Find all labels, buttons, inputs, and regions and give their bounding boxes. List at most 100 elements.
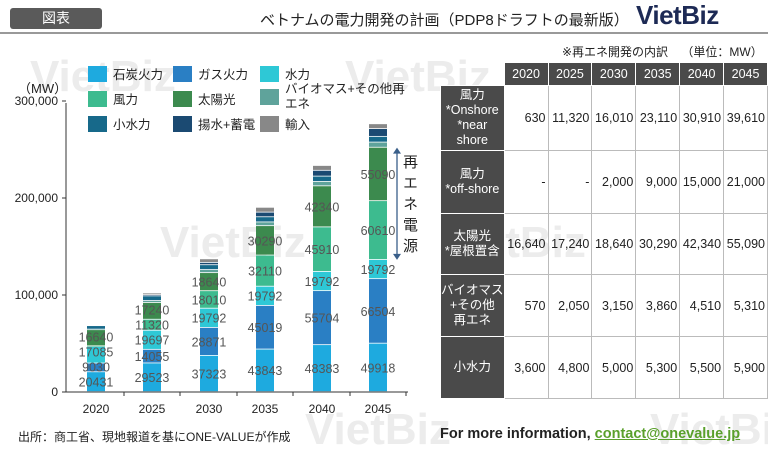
row-header-line: *屋根置含 [444, 244, 500, 258]
row-header: 太陽光*屋根置含 [440, 213, 505, 275]
bar-segment-wind [369, 201, 387, 260]
table-note: ※再エネ開発の内訳 （単位：MW） [562, 43, 763, 60]
bar-segment-biomass [200, 269, 218, 273]
legend-swatch [88, 65, 107, 82]
legend-item-coal: 石炭火力 [88, 64, 163, 83]
data-label: 18010 [192, 293, 227, 307]
table-note-text: ※再エネ開発の内訳 [562, 45, 669, 59]
data-label: 45019 [248, 321, 283, 335]
bar-segment-import [256, 207, 274, 212]
bar-segment-gas [256, 305, 274, 349]
bar-segment-small_hydro [369, 136, 387, 142]
bar-segment-hydro [313, 271, 331, 291]
bar-segment-solar [200, 273, 218, 291]
table-cell: 4,510 [679, 274, 725, 337]
bar-segment-small_hydro [313, 176, 331, 182]
bar-segment-pumped [369, 129, 387, 136]
table-cell: 5,900 [723, 336, 768, 399]
table-cell: 630 [503, 85, 549, 151]
table-cell: 3,150 [591, 274, 637, 337]
legend-swatch [260, 65, 279, 82]
legend-swatch [173, 90, 192, 107]
x-tick-label: 2035 [252, 402, 279, 416]
x-tick-label: 2030 [196, 402, 223, 416]
bar-segment-small_hydro [200, 265, 218, 270]
y-tick-label: 0 [51, 385, 58, 399]
table-cell: 16,640 [503, 213, 549, 275]
data-label: 43843 [248, 364, 283, 378]
bar-segment-wind [87, 346, 105, 347]
bar-segment-small_hydro [256, 217, 274, 222]
x-tick-label: 2040 [309, 402, 336, 416]
column-header: 2025 [547, 62, 593, 86]
legend-swatch [260, 89, 279, 105]
row-header-line: *Onshore [445, 103, 499, 117]
stacked-bar-chart: 0100,000200,000300,000202020431903017085… [15, 94, 408, 416]
data-label: 19792 [361, 263, 396, 277]
bar-segment-biomass [256, 222, 274, 226]
data-label: 37323 [192, 367, 227, 381]
data-label: 55090 [361, 168, 396, 182]
data-label: 42340 [305, 200, 340, 214]
column-header: 2045 [723, 62, 768, 86]
data-label: 28871 [192, 335, 227, 349]
bar-segment-coal [369, 343, 387, 392]
y-axis-unit: （MW） [18, 81, 68, 96]
table-cell: 55,090 [723, 213, 768, 275]
data-label: 19697 [135, 334, 170, 348]
bar-segment-coal [256, 349, 274, 392]
y-tick-label: 200,000 [15, 191, 59, 205]
bar-segment-wind [200, 291, 218, 308]
y-tick-label: 300,000 [15, 94, 59, 108]
bar-segment-small_hydro [87, 326, 105, 329]
legend-label: 輸入 [285, 118, 311, 132]
bar-segment-hydro [200, 308, 218, 327]
row-header-line: *off-shore [445, 182, 500, 196]
data-label: 16640 [79, 331, 114, 345]
data-label: 20431 [79, 376, 114, 390]
data-label: 9030 [82, 361, 110, 375]
row-header-line: 太陽光 [453, 229, 492, 243]
row-header-line: バイオマス [441, 283, 504, 297]
table-cell: 39,610 [723, 85, 768, 151]
legend-item-small_hydro: 小水力 [88, 114, 151, 133]
data-label: 18640 [192, 276, 227, 290]
legend-item-wind: 風力 [88, 89, 138, 108]
arrow-head-up [393, 147, 401, 154]
data-label: 48383 [305, 362, 340, 376]
table-cell: 16,010 [591, 85, 637, 151]
bar-segment-gas [369, 279, 387, 343]
x-tick-label: 2020 [83, 402, 110, 416]
legend-swatch [173, 115, 192, 132]
row-header: バイオマス+その他再エネ [440, 274, 505, 337]
table-cell: 21,000 [723, 150, 768, 214]
bar-segment-solar [87, 330, 105, 346]
bar-segment-import [313, 165, 331, 170]
renewables-annotation: 再エネ電源 [401, 153, 418, 259]
legend-item-solar: 太陽光 [173, 89, 236, 108]
table-cell: 4,800 [547, 336, 593, 399]
legend-label: 風力 [113, 93, 139, 107]
bar-segment-hydro [143, 330, 161, 349]
table-cell: 5,500 [679, 336, 725, 399]
bar-segment-biomass [369, 142, 387, 147]
header-divider [0, 32, 768, 34]
figure-tag: 図表 [10, 8, 102, 29]
source-note: 出所：商工省、現地報道を基にONE-VALUEが作成 [18, 430, 291, 444]
table-cell: 9,000 [635, 150, 681, 214]
table-cell: 5,310 [723, 274, 768, 337]
bar-segment-coal [313, 345, 331, 392]
bar-segment-import [200, 259, 218, 263]
legend-label: 揚水+蓄電 [198, 118, 256, 132]
vietbiz-logo: VietBiz [636, 0, 719, 30]
table-cell: 11,320 [547, 85, 593, 151]
table-unit: （単位：MW） [681, 45, 763, 59]
table-cell: 570 [503, 274, 549, 337]
contact-email-link[interactable]: contact@onevalue.jp [594, 426, 741, 442]
legend-swatch [173, 65, 192, 82]
legend-item-pumped: 揚水+蓄電 [173, 114, 255, 133]
x-tick-label: 2045 [365, 402, 392, 416]
